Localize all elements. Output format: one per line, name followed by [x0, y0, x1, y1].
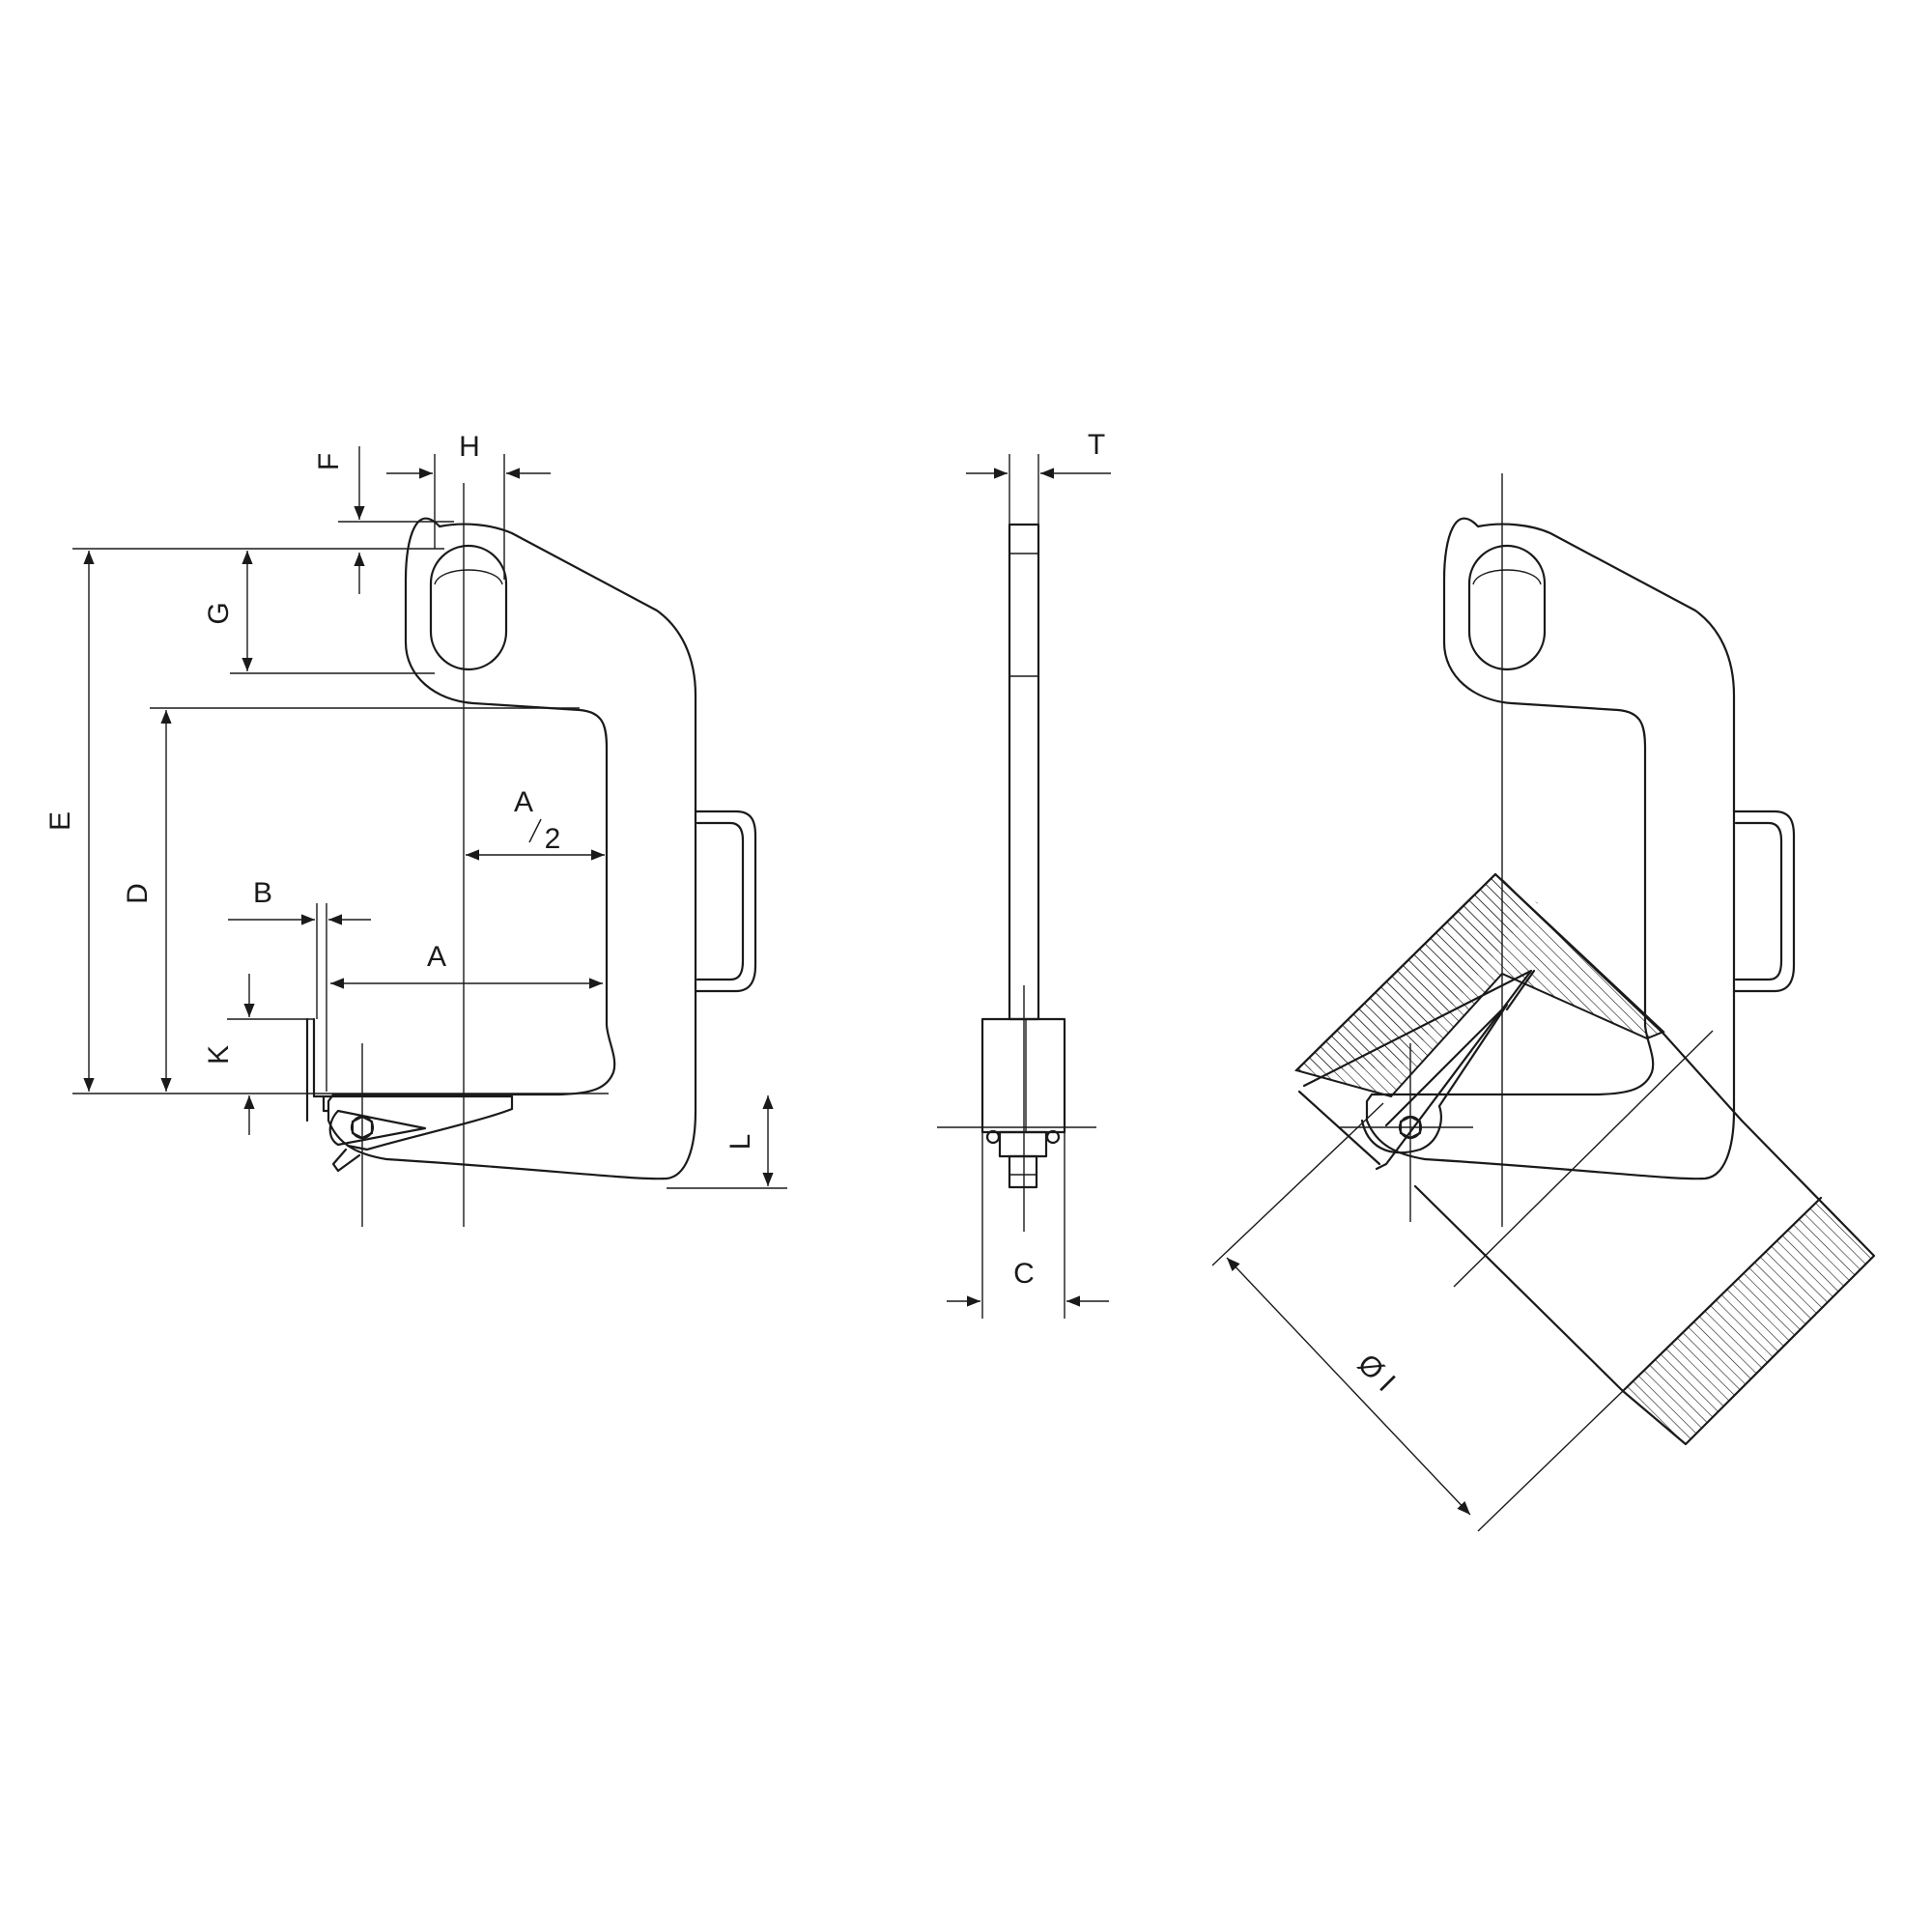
jaw-plate: [322, 1094, 514, 1151]
label-L: L: [724, 1134, 756, 1151]
clamp-body-outline: [327, 517, 697, 1180]
dimension-diameter-I: [1226, 1257, 1471, 1516]
usage-lifting-eye-slot: [1467, 544, 1547, 671]
label-G: G: [203, 602, 235, 624]
label-F: F: [313, 453, 345, 470]
lifting-eye-slot: [429, 544, 508, 671]
edge-pin-housing: [998, 1130, 1048, 1158]
edge-view: T C: [937, 429, 1111, 1319]
jaw-face: [312, 1017, 326, 1098]
label-diameter-I: Ø I: [1351, 1348, 1402, 1398]
label-A-half-den: 2: [545, 823, 561, 855]
label-H: H: [459, 431, 480, 463]
label-B: B: [253, 877, 272, 909]
label-A: A: [427, 941, 446, 973]
usage-clamp-body-outline: [1365, 517, 1736, 1180]
handle-loop: [694, 810, 757, 993]
usage-handle-loop: [1732, 810, 1796, 993]
cam-lever: [328, 1109, 427, 1147]
round-bar-section: Ø I: [1211, 872, 1876, 1532]
handle-loop-inner: [696, 821, 745, 981]
eye-slot-inner: [434, 569, 503, 585]
side-view-dimensions: E D G F H A 2 A B K: [44, 431, 787, 1227]
usage-view: [1338, 473, 1796, 1227]
jaw-plate-edge: [322, 1094, 330, 1113]
label-K: K: [203, 1045, 235, 1065]
label-T: T: [1088, 429, 1105, 461]
label-D: D: [122, 883, 154, 904]
label-A-half-num: A: [514, 786, 533, 818]
edge-plate: [1008, 523, 1040, 1021]
usage-cam-lever: [1360, 1003, 1509, 1154]
side-view: [305, 517, 757, 1180]
label-C: C: [1013, 1258, 1035, 1290]
cam-tooth: [331, 1148, 361, 1173]
label-E: E: [44, 811, 76, 831]
edge-pin: [1008, 1154, 1038, 1189]
bar-lower-hatch: [1623, 1198, 1874, 1444]
